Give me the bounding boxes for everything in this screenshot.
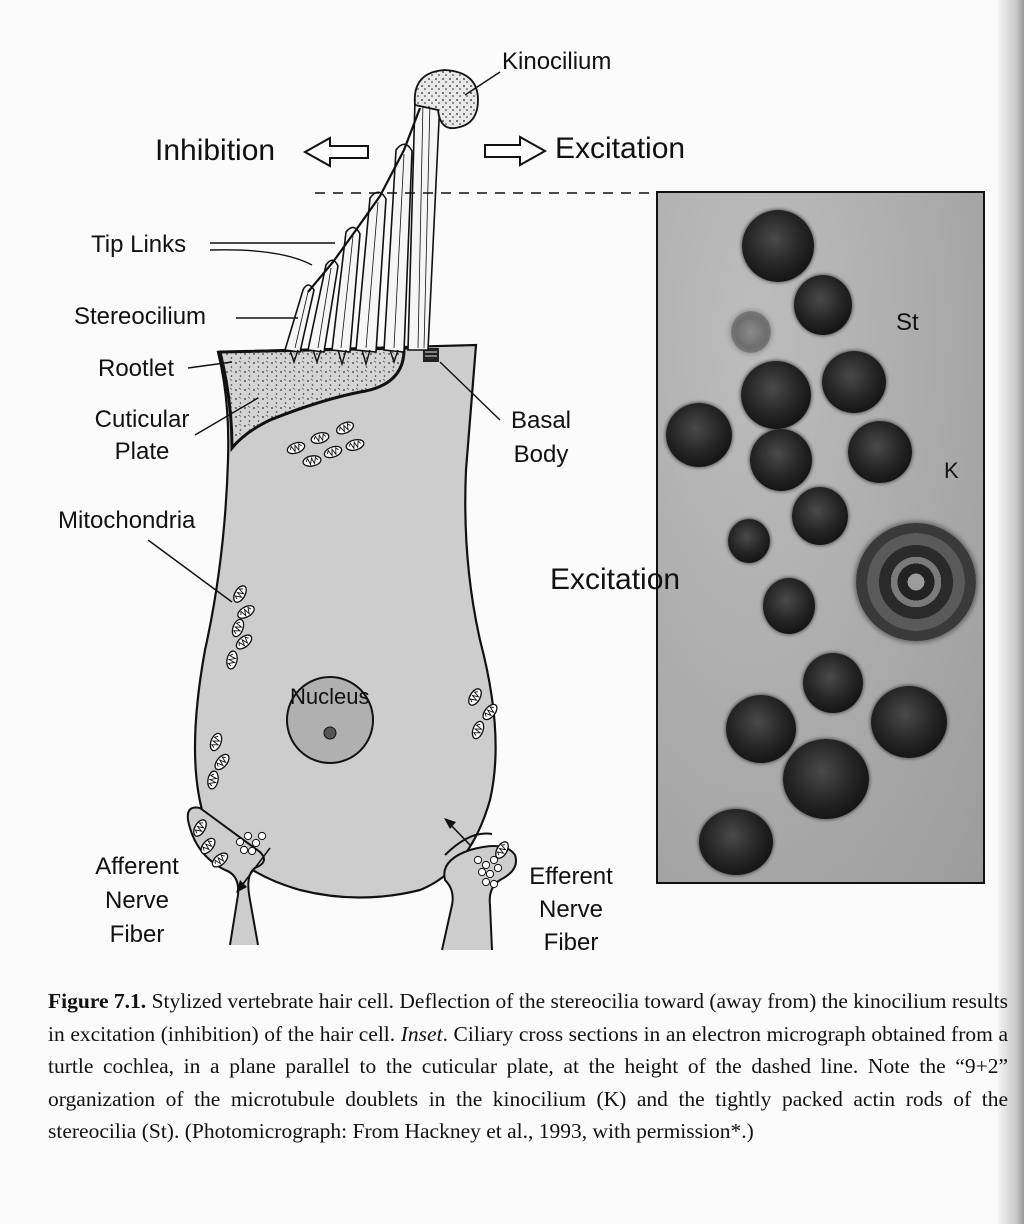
label-cuticular-plate: Cuticular Plate <box>94 406 190 465</box>
stereocilium-section <box>666 403 732 467</box>
stereocilium-section <box>726 695 796 763</box>
caption-inset-word: Inset <box>400 1021 443 1046</box>
caption-figure-label: Figure 7.1. <box>48 989 147 1013</box>
caption-text-1: Stylized vertebrate hair cell. Deflectio… <box>48 989 1008 1046</box>
label-efferent-nerve-fiber: Efferent Nerve Fiber <box>529 863 613 956</box>
label-afferent-nerve-fiber: Afferent Nerve Fiber <box>95 853 179 948</box>
label-kinocilium: Kinocilium <box>502 48 612 75</box>
tip-links-line <box>307 107 422 293</box>
stereocilium-section <box>794 275 852 335</box>
stereocilium-section <box>699 809 773 875</box>
caption-text-2: . Ciliary cross sections in an electron … <box>48 1021 1008 1144</box>
kinocilium-head <box>413 69 479 130</box>
label-nucleus: Nucleus <box>290 684 370 709</box>
stereocilium-section <box>822 351 886 413</box>
stereocilium-section <box>742 210 814 282</box>
stereocilium-section <box>848 421 912 483</box>
nucleolus <box>323 726 337 740</box>
label-stereocilium: Stereocilium <box>74 303 207 330</box>
stereocilium-section <box>871 686 947 758</box>
nucleus <box>286 676 374 764</box>
label-rootlet: Rootlet <box>98 355 175 382</box>
micrograph-inset <box>656 191 985 884</box>
label-excitation-inset: Excitation <box>550 563 681 596</box>
stereocilium-section <box>792 487 848 545</box>
label-tip-links: Tip Links <box>91 231 187 258</box>
stereocilium-section <box>731 311 771 353</box>
stereocilium-section <box>728 519 770 563</box>
label-k: K <box>944 458 959 483</box>
stereocilia-bundle <box>283 99 441 353</box>
inhibition-arrow <box>302 136 369 168</box>
excitation-arrow-top <box>484 135 548 167</box>
stereocilium-section <box>763 578 815 634</box>
label-basal-body: Basal Body <box>510 407 572 468</box>
page-edge-shadow <box>998 0 1024 1224</box>
cuticular-plate <box>218 346 406 453</box>
stereocilium-section <box>750 429 812 491</box>
label-inhibition: Inhibition <box>155 134 276 167</box>
figure-caption: Figure 7.1. Stylized vertebrate hair cel… <box>48 985 1008 1148</box>
stereocilium-section <box>741 361 811 429</box>
label-excitation-top: Excitation <box>555 132 686 165</box>
stereocilium-section <box>783 739 869 819</box>
label-st: St <box>896 309 919 336</box>
kinocilium-section <box>856 523 976 641</box>
hair-cell-diagram <box>147 69 650 951</box>
label-mitochondria: Mitochondria <box>58 507 196 534</box>
stereocilium-section <box>803 653 863 713</box>
cell-body <box>193 343 497 899</box>
